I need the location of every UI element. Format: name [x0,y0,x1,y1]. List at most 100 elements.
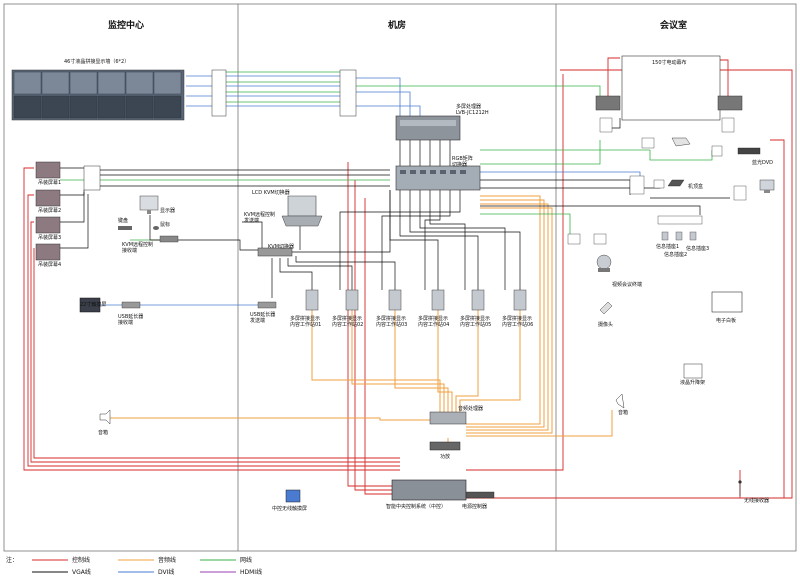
keyboard-icon [118,226,132,230]
lcd-kvm-label: LCD KVM切换器 [252,189,290,196]
video-wall-label: 46寸液晶拼接显示墙（6*2） [64,58,129,65]
info-box-3-label: 信息插座3 [686,245,709,252]
wireless-receiver-label: 无线接收器 [744,497,769,504]
workstation-05-label: 多屏拼接显示内容工作站05 [460,315,491,328]
vga-lines [60,118,731,298]
usb-receiver-label: USB延长器接收端 [118,313,143,326]
legend-dvi-label: DVI线 [158,568,174,576]
audio-processor-label: 音频处理器 [458,405,483,412]
kvm-sender-label: KVM远程控制发送端 [244,211,275,224]
power-controller-icon [465,491,495,499]
usb-sender-icon [257,301,277,309]
audio-processor-icon [429,411,467,425]
rgb-box-left [599,117,613,133]
projection-screen-label: 150寸电动幕布 [652,59,687,66]
legend-control-label: 控制线 [72,556,90,564]
central-control-icon [391,479,467,501]
lcd-lift-icon [683,363,703,379]
monitor-display-icon [139,195,159,214]
av-box [653,179,665,189]
video-terminal-label: 视频会议终端 [612,281,642,288]
control-lines [23,57,793,499]
camera-label: 摄像头 [598,321,613,328]
video-box-a [567,233,581,245]
kvm-switch-label: KVM切换器 [268,243,294,250]
tv-22-label: 22寸触摸屏 [80,301,106,308]
projector-left-icon [595,95,621,111]
zone-title-meeting: 会议室 [660,19,687,31]
kvm-receiver-icon [159,235,179,243]
video-wall [11,69,185,121]
conference-phone-icon [671,137,691,147]
kvm-switch-icon [257,247,293,257]
power-controller-label: 电源控制器 [462,503,487,510]
info-socket-icons [661,231,697,241]
rgb-distributor-monitor [83,165,101,191]
speaker-left-icon [99,409,111,425]
whiteboard-icon [711,291,743,313]
audio-lines [110,195,613,446]
rgb-box-mid [641,137,655,149]
projector-right-icon [717,95,743,111]
screen-2-label: 吊装屏幕2 [38,207,61,214]
kvm-receiver-label: KVM远程控制接收端 [122,241,153,254]
speaker-right-label: 音箱 [618,409,628,416]
workstation-towers [305,289,527,311]
video-terminal-icon [596,254,612,272]
legend-hdmi-label: HDMI线 [240,568,262,576]
workstation-01-label: 多屏拼接显示内容工作站01 [290,315,321,328]
legend-vga-label: VGA线 [72,568,91,576]
screen-1-label: 吊装屏幕1 [38,179,61,186]
screen-3-label: 吊装屏幕3 [38,234,61,241]
usb-receiver-icon [121,301,141,309]
rgb-dist-meeting [629,175,645,195]
info-box-1-label: 信息插座1 [656,243,679,250]
legend-audio-label: 音频线 [158,556,176,564]
video-box-b [593,233,607,245]
mouse-label: 鼠标 [160,221,170,228]
mouse-icon [153,226,159,230]
workstation-04-label: 多屏拼接显示内容工作站04 [418,315,449,328]
bluray-icon [737,147,761,155]
diagram-border [3,3,797,552]
screen-4-label: 吊装屏幕4 [38,261,61,268]
monitor-display-label: 显示器 [160,208,175,214]
legend-network-label: 网线 [240,556,252,564]
tv-22-icon [79,297,101,313]
legend: 注： 控制线 音频线 网线 VGA线 DVI线 HDMI线 [6,556,262,576]
workstation-06-label: 多屏拼接显示内容工作站06 [502,315,533,328]
wireless-touch-label: 中控无线触摸屏 [272,505,307,512]
usb-sender-label: USB延长器发送端 [250,311,275,324]
workstation-03-label: 多屏拼接显示内容工作站03 [376,315,407,328]
rgb-box-right [721,117,735,133]
workstation-02-label: 多屏拼接显示内容工作站02 [332,315,363,328]
vga-box-right [733,185,747,201]
dvi-lines [100,75,641,306]
rgb-matrix-switcher [395,165,481,191]
projection-screen [621,55,721,121]
network-lines [60,71,713,241]
wireless-receiver-icon [738,480,742,496]
server-dvi-box [339,69,357,117]
multi-screen-processor [395,115,461,141]
legend-note: 注： [6,556,18,564]
info-box-2-label: 信息插座2 [664,251,687,258]
speaker-left-label: 音箱 [98,429,108,436]
central-control-label: 智能中央控制系统（中控） [386,503,446,510]
camera-icon [599,301,613,315]
pc-icon [759,179,775,193]
rgb-distributor-row [657,215,703,225]
laptop-icon [281,195,323,227]
keyboard-label: 键盘 [118,217,128,224]
lcd-lift-label: 液晶升降架 [680,379,705,386]
zone-title-server: 机房 [388,19,406,31]
wireless-touch-icon [285,489,301,503]
rgb-switcher-label: RGB矩阵切换器 [452,155,473,168]
video-wall-dvi-box [211,69,227,117]
speaker-right-icon [615,393,625,409]
whiteboard-label: 电子白板 [716,317,736,324]
amplifier-label: 功放 [440,453,450,460]
amplifier-icon [429,441,461,451]
